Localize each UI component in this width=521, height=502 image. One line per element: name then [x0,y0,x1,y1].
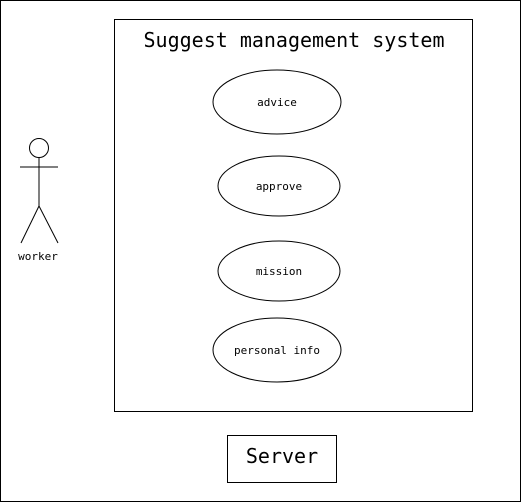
use-case-personal-info: personal info [212,317,342,383]
actor-right-leg [38,205,59,244]
actor-left-leg [20,205,40,244]
use-case-label: advice [257,96,297,109]
use-case-label: approve [256,180,302,193]
use-case-advice: advice [212,69,342,135]
system-boundary: Suggest management system [114,19,473,412]
use-case-ellipse [217,240,341,302]
server-box [227,435,337,483]
system-title: Suggest management system [143,28,444,52]
use-case-ellipse [212,317,342,383]
use-case-mission: mission [217,240,341,302]
actor-worker: worker [18,138,59,263]
actor-head [29,138,49,158]
use-case-label: mission [256,265,302,278]
use-case-label: personal info [234,344,320,357]
use-case-ellipse [212,69,342,135]
use-case-ellipse [217,155,341,217]
actor-label: worker [18,250,58,263]
use-case-approve: approve [217,155,341,217]
system-boundary-box [114,19,473,412]
server-node: Server [227,435,337,483]
server-label: Server [246,444,318,468]
